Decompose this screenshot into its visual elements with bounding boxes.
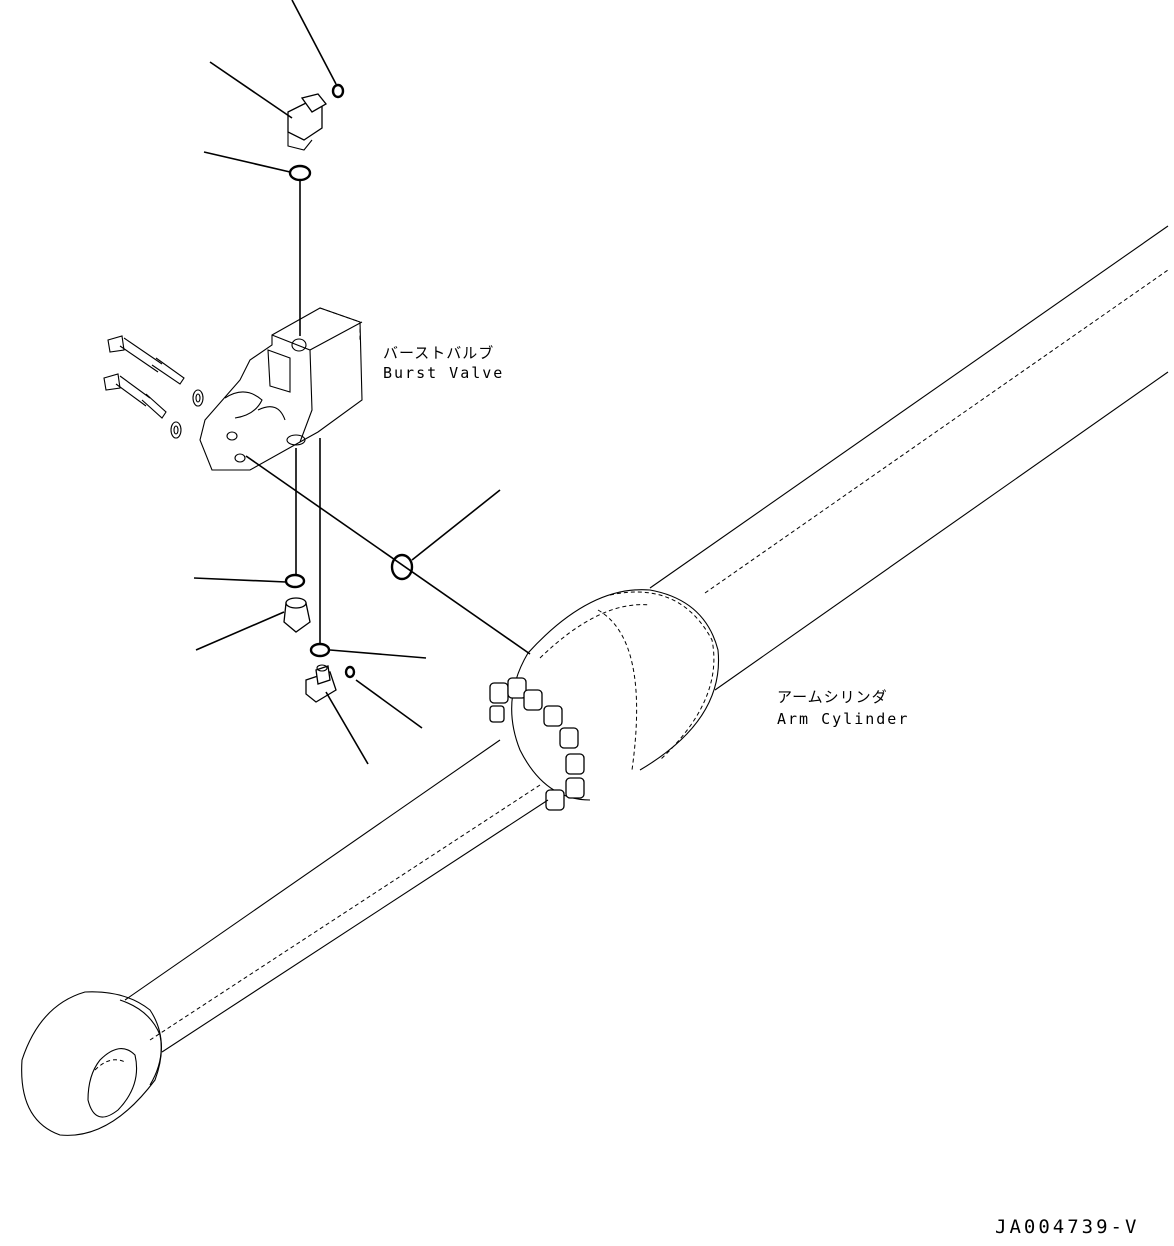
leader-lines: [193, 0, 501, 765]
burst-valve: [199, 307, 363, 471]
drawing-code: JA004739-V: [995, 1216, 1140, 1238]
arm-cylinder-label-en: Arm Cylinder: [777, 710, 910, 728]
small-o-ring-top: [331, 83, 345, 99]
o-ring-upper: [288, 164, 312, 182]
elbow-fitting: [287, 93, 327, 151]
burst-valve-label-jp: バーストバルブ: [383, 344, 495, 362]
o-ring-lower-left: [284, 573, 306, 589]
small-o-ring-bottom: [344, 665, 356, 679]
head-bolts: [489, 677, 585, 811]
mounting-bolts: [103, 335, 204, 439]
o-ring-flange: [390, 553, 414, 581]
plug: [283, 597, 311, 633]
burst-valve-label-en: Burst Valve: [383, 364, 505, 382]
grease-fitting: [305, 664, 337, 703]
o-ring-lower-right: [309, 642, 331, 658]
arm-cylinder-label-jp: アームシリンダ: [777, 688, 888, 706]
arm-cylinder: [21, 225, 1169, 1136]
assembly-line-flange: [245, 455, 531, 655]
